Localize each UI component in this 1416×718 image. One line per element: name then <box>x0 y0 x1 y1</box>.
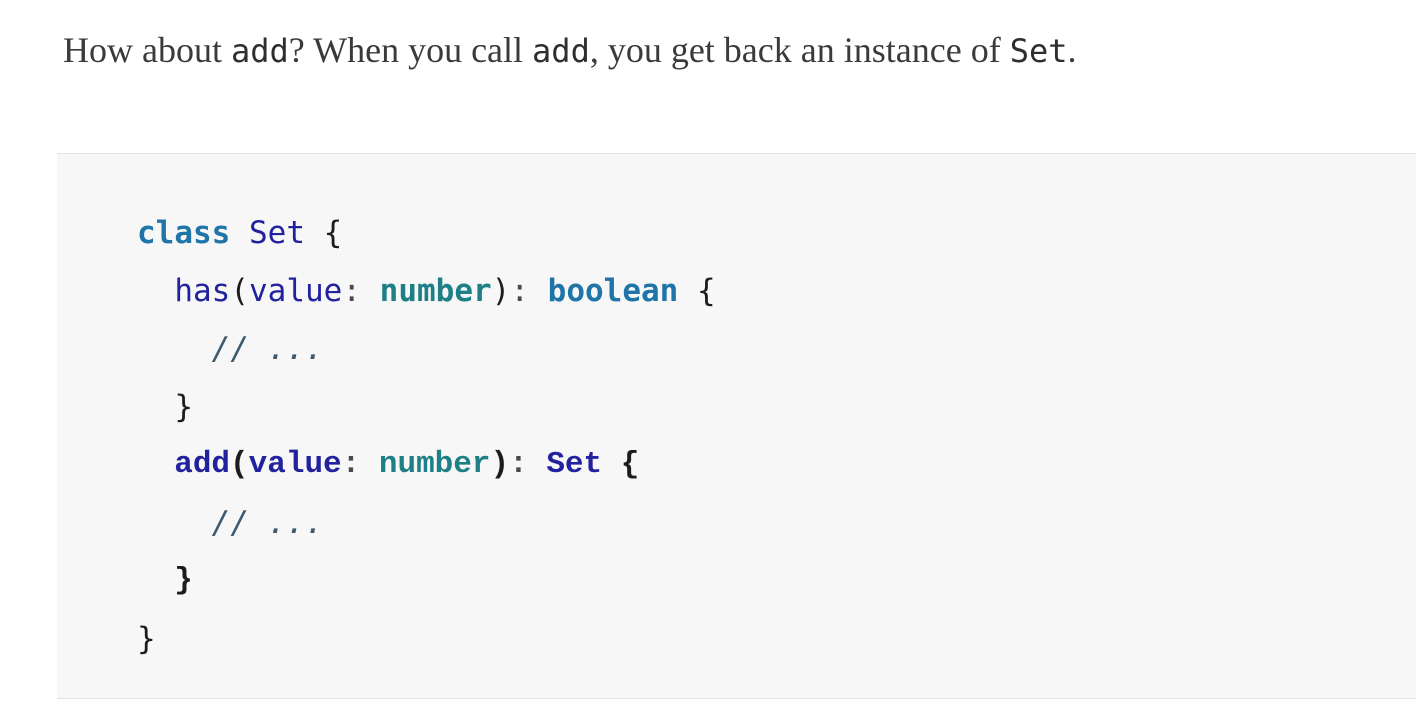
token-plain <box>137 331 212 367</box>
token-type: number <box>378 447 491 482</box>
prose-text: . <box>1067 30 1077 70</box>
token-identifier: add <box>174 447 231 482</box>
token-identifier: Set <box>249 215 305 251</box>
token-keyword: boolean <box>547 273 679 309</box>
token-plain <box>528 447 547 482</box>
token-punctuation: } <box>174 563 193 598</box>
token-plain <box>305 215 324 251</box>
prose-text: , you get back an instance of <box>589 30 1010 70</box>
code-line: // ... <box>137 320 1416 378</box>
code-line: // ... <box>137 494 1416 552</box>
token-punctuation: { <box>323 215 343 251</box>
token-comment: // ... <box>211 505 324 541</box>
token-plain <box>678 273 697 309</box>
token-type: number <box>379 273 492 309</box>
token-plain <box>602 447 621 482</box>
token-plain <box>361 273 380 309</box>
token-punctuation: ( <box>230 273 249 309</box>
token-identifier: value <box>249 273 343 309</box>
token-plain <box>137 273 174 309</box>
token-punctuation: ) <box>490 447 510 482</box>
prose-text: How about <box>63 30 231 70</box>
token-colon: : <box>342 273 361 309</box>
token-identifier: value <box>248 447 342 482</box>
token-punctuation: { <box>697 273 716 309</box>
token-plain <box>137 389 174 425</box>
code-block: class Set { has(value: number): boolean … <box>57 153 1416 699</box>
code-line-emphasized: add(value: number): Set { <box>137 436 1416 494</box>
token-colon: : <box>509 447 528 482</box>
token-colon: : <box>510 273 529 309</box>
code-line-emphasized: } <box>137 552 1416 610</box>
token-plain <box>529 273 548 309</box>
code-line: } <box>137 610 1416 668</box>
token-punctuation: } <box>137 621 156 657</box>
prose-paragraph: How about add? When you call add, you ge… <box>63 26 1416 75</box>
inline-code: Set <box>1009 32 1068 70</box>
token-identifier: has <box>174 273 231 309</box>
token-punctuation: } <box>174 389 193 425</box>
code-line: } <box>137 378 1416 436</box>
token-identifier: Set <box>546 447 603 482</box>
token-plain <box>230 215 249 251</box>
inline-code: add <box>230 32 289 70</box>
token-plain <box>360 447 379 482</box>
token-punctuation: ( <box>230 447 249 482</box>
token-punctuation: { <box>620 447 640 482</box>
token-punctuation: ) <box>491 273 511 309</box>
code-line: class Set { <box>137 204 1416 262</box>
inline-code: add <box>532 32 590 70</box>
code-snippet: class Set { has(value: number): boolean … <box>57 154 1416 698</box>
token-colon: : <box>341 447 361 482</box>
token-plain <box>137 563 174 598</box>
token-keyword: class <box>137 215 231 251</box>
token-plain <box>137 447 174 482</box>
token-comment: // ... <box>211 331 324 367</box>
code-line: has(value: number): boolean { <box>137 262 1416 320</box>
prose-text: ? When you call <box>288 30 533 70</box>
token-plain <box>137 505 212 541</box>
